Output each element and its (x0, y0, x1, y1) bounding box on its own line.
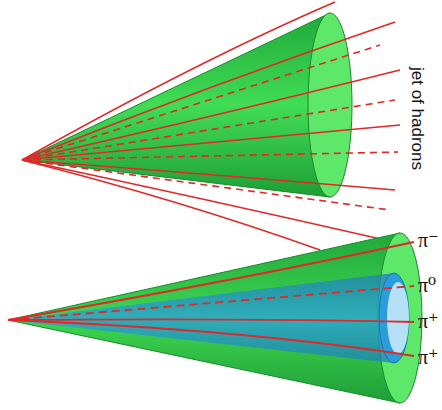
particle-label: π⁺ (418, 311, 439, 331)
particle-label: π⁻ (418, 230, 439, 250)
pion-tracks (8, 242, 414, 356)
cone-inner (8, 273, 409, 363)
jet-cone (22, 13, 352, 197)
jet-label: jet of hadrons (409, 66, 426, 169)
hadron-tracks (22, 2, 400, 250)
particle-label: π⁰ (418, 275, 436, 295)
cone-outer (8, 233, 422, 403)
particle-label: π⁺ (418, 347, 439, 367)
